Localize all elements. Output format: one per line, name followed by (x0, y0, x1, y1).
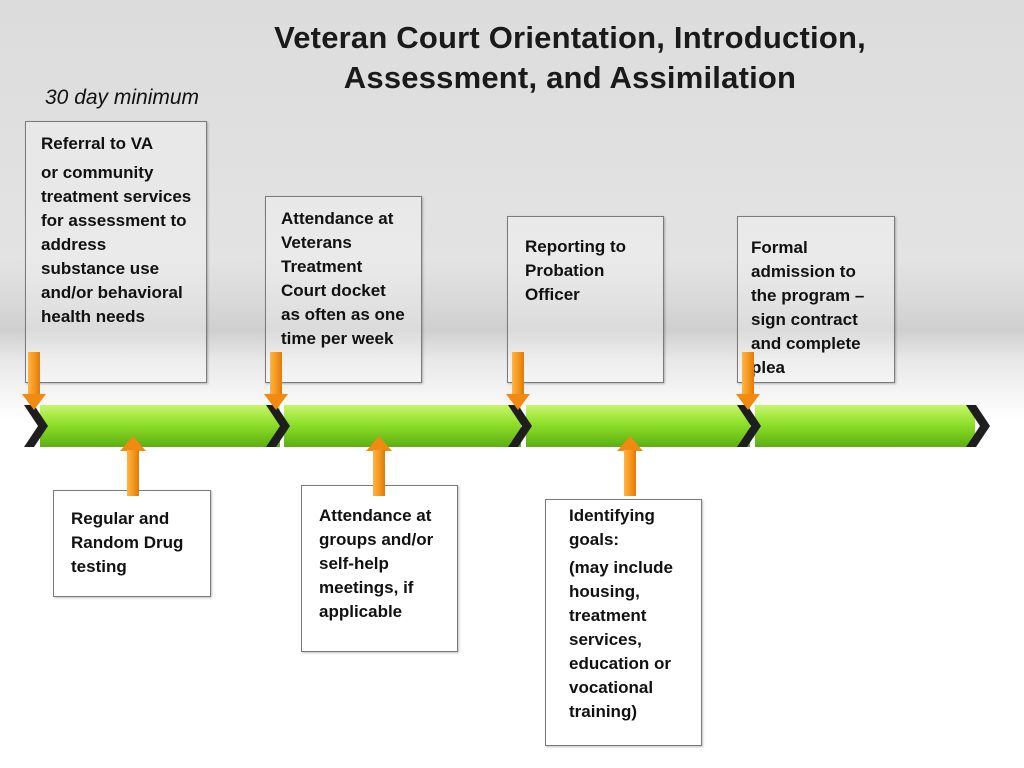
chevron-icon (24, 405, 48, 447)
duration-label: 30 day minimum (45, 86, 200, 109)
box-identifying-goals-heading: Identifying goals: (569, 506, 655, 549)
timeline-segment-3 (526, 405, 750, 447)
timeline-segment-4 (755, 405, 975, 447)
box-identifying-goals-detail: (may include housing, treatment services… (569, 558, 673, 721)
timeline-segment-1 (40, 405, 280, 447)
box-groups-meetings-text: Attendance at groups and/or self-help me… (319, 506, 434, 621)
chevron-icon (737, 405, 761, 447)
box-probation-text: Reporting to Probation Officer (525, 237, 627, 304)
box-court-docket: Attendance at Veterans Treatment Court d… (265, 196, 422, 383)
box-groups-meetings: Attendance at groups and/or self-help me… (301, 485, 458, 652)
box-formal-admission-text: Formal admission to the program – sign c… (751, 238, 865, 377)
title-line-2: Assessment, and Assimilation (343, 60, 797, 95)
box-referral-line-2: or community treatment services for asse… (41, 163, 192, 326)
box-formal-admission: Formal admission to the program – sign c… (737, 216, 895, 383)
page-title: Veteran Court Orientation, Introduction,… (230, 18, 910, 98)
box-court-docket-text: Attendance at Veterans Treatment Court d… (281, 209, 405, 348)
arrow-up-icon (617, 436, 643, 496)
box-drug-testing: Regular and Random Drug testing (53, 490, 211, 597)
title-line-1: Veteran Court Orientation, Introduction, (274, 20, 866, 55)
box-referral: Referral to VA or community treatment se… (25, 121, 207, 383)
box-drug-testing-text: Regular and Random Drug testing (71, 509, 184, 576)
box-identifying-goals: Identifying goals: (may include housing,… (545, 499, 702, 746)
chevron-icon (966, 405, 990, 447)
chevron-icon (508, 405, 532, 447)
arrow-up-icon (120, 436, 146, 496)
box-referral-line-1: Referral to VA (41, 134, 154, 153)
timeline-segment-2 (284, 405, 521, 447)
box-probation: Reporting to Probation Officer (507, 216, 664, 383)
chevron-icon (266, 405, 290, 447)
